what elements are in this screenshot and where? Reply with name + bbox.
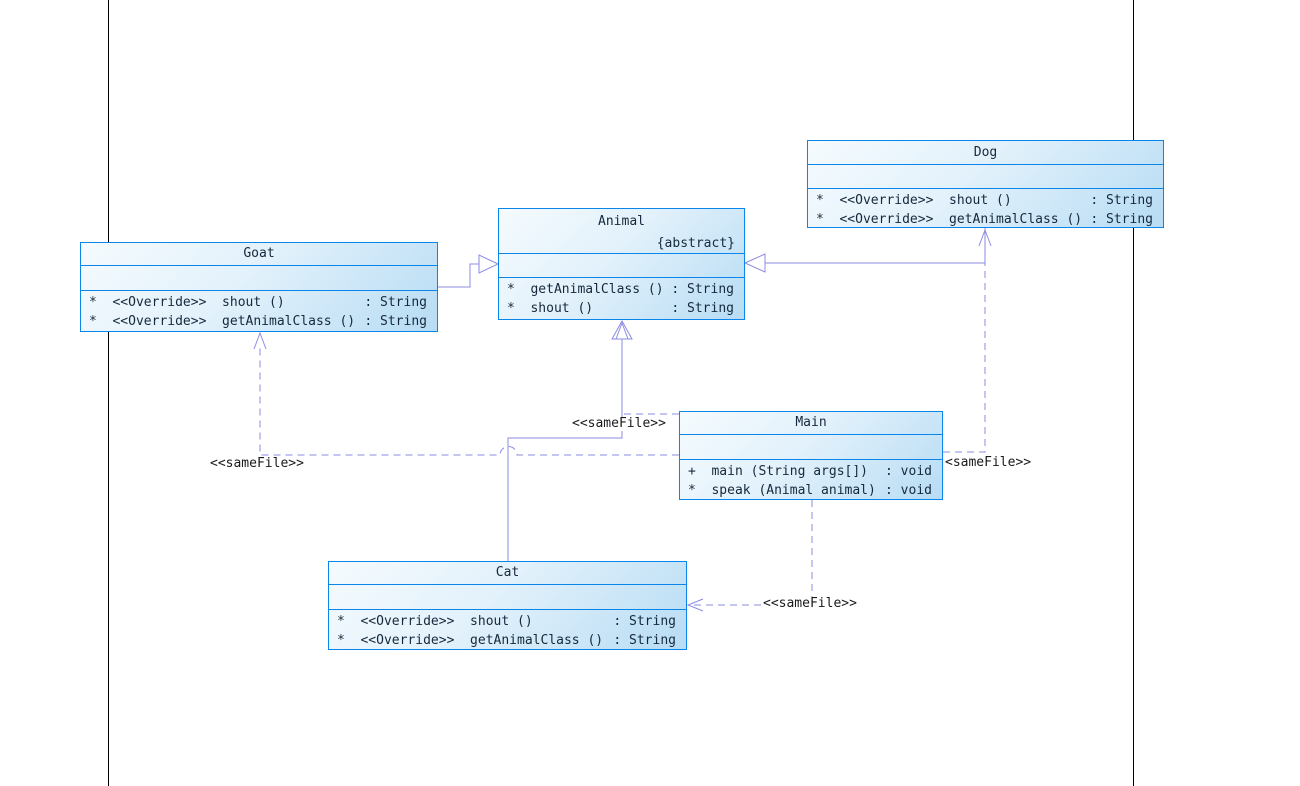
operation-row[interactable]: * <<Override>> shout () : String <box>337 612 676 631</box>
operation-return-type: : String <box>613 633 676 648</box>
operation-signature: * <<Override>> shout () <box>337 614 533 629</box>
operation-return-type: : String <box>1090 193 1153 208</box>
operation-return-type: : String <box>364 295 427 310</box>
operation-return-type: : void <box>885 483 932 498</box>
operations-compartment: * getAnimalClass () : String * shout () : S… <box>499 277 744 319</box>
operation-signature: * speak (Animal animal) <box>688 483 876 498</box>
class-name: Animal <box>598 214 645 229</box>
operation-signature: * <<Override>> getAnimalClass () <box>816 212 1083 227</box>
class-box-dog[interactable]: Dog * <<Override>> shout (): String* <<O… <box>807 140 1164 228</box>
operation-row[interactable]: * <<Override>> getAnimalClass () : String <box>89 312 427 331</box>
operation-return-type: : String <box>364 314 427 329</box>
operation-row[interactable]: * getAnimalClass () : String <box>507 280 734 299</box>
operation-return-type: : void <box>885 464 932 479</box>
class-title-compartment: Goat <box>81 243 437 265</box>
operation-signature: * <<Override>> shout () <box>816 193 1012 208</box>
operation-row[interactable]: * <<Override>> getAnimalClass () : String <box>337 631 676 650</box>
dependency-open-arrowhead <box>978 228 992 247</box>
operations-compartment: * <<Override>> shout (): String* <<Overr… <box>808 188 1163 229</box>
operation-signature: * getAnimalClass () <box>507 282 664 297</box>
generalization-goat-to-animal[interactable] <box>438 263 479 288</box>
operation-row[interactable]: * shout () : String <box>507 299 734 318</box>
class-name: Cat <box>495 565 520 580</box>
class-title-compartment: Animal {abstract} <box>499 209 744 253</box>
operation-signature: * <<Override>> shout () <box>89 295 285 310</box>
operation-row[interactable]: * <<Override>> shout () : String <box>89 293 427 312</box>
attributes-compartment <box>499 253 744 277</box>
attributes-compartment <box>329 584 686 609</box>
operation-row[interactable]: * <<Override>> shout () : String <box>816 191 1153 210</box>
operation-row[interactable]: + main (String args[]) : void <box>688 462 932 481</box>
class-box-animal[interactable]: Animal {abstract} * getAnimalClass () : S… <box>498 208 745 320</box>
class-box-goat[interactable]: Goat * <<Override>> shout (): String* <<… <box>80 242 438 332</box>
operation-signature: * shout () <box>507 301 594 316</box>
generalization-triangle-arrowhead <box>611 319 633 340</box>
class-name: Main <box>795 415 827 430</box>
operation-row[interactable]: * <<Override>> getAnimalClass () : String <box>816 210 1153 229</box>
operation-signature: * <<Override>> getAnimalClass () <box>89 314 356 329</box>
operation-return-type: : String <box>1090 212 1153 227</box>
dependency-main-to-animal[interactable] <box>621 342 679 415</box>
generalization-cat-to-animal[interactable] <box>507 339 623 561</box>
class-stereotype: {abstract} <box>656 236 735 251</box>
class-name: Goat <box>243 246 275 261</box>
operation-return-type: : String <box>613 614 676 629</box>
operation-row[interactable]: * speak (Animal animal) : void <box>688 481 932 500</box>
class-name: Dog <box>973 145 998 160</box>
dependency-open-arrowhead <box>686 598 704 612</box>
operations-compartment: + main (String args[]): void* speak (Ani… <box>680 459 942 500</box>
dependency-stereotype-label[interactable]: <<sameFile>> <box>571 416 667 431</box>
page-boundary-line <box>108 0 109 786</box>
operations-compartment: * <<Override>> shout (): String* <<Overr… <box>81 290 437 331</box>
class-title-compartment: Main <box>680 412 942 434</box>
dependency-stereotype-label[interactable]: <<sameFile>> <box>762 596 858 611</box>
generalization-triangle-arrowhead <box>478 254 500 274</box>
class-box-cat[interactable]: Cat * <<Override>> shout (): String* <<O… <box>328 561 687 650</box>
attributes-compartment <box>680 434 942 459</box>
operation-signature: + main (String args[]) <box>688 464 869 479</box>
attributes-compartment <box>808 164 1163 188</box>
dependency-open-arrowhead <box>253 331 267 350</box>
operation-return-type: : String <box>671 282 734 297</box>
class-box-main[interactable]: Main + main (String args[]): void* speak… <box>679 411 943 500</box>
dependency-stereotype-label[interactable]: <<sameFile>> <box>209 456 305 471</box>
operation-return-type: : String <box>671 301 734 316</box>
generalization-triangle-arrowhead <box>743 253 766 273</box>
dependency-open-arrowhead <box>615 321 629 340</box>
operations-compartment: * <<Override>> shout (): String* <<Overr… <box>329 609 686 650</box>
generalization-dog-to-animal[interactable] <box>765 228 986 264</box>
class-title-compartment: Cat <box>329 562 686 584</box>
dependency-main-to-cat[interactable] <box>692 500 813 606</box>
class-title-compartment: Dog <box>808 141 1163 164</box>
dependency-main-to-dog[interactable] <box>943 234 986 453</box>
attributes-compartment <box>81 265 437 290</box>
dependency-main-to-goat[interactable] <box>259 347 679 456</box>
page-boundary-line <box>1133 0 1134 786</box>
dependency-stereotype-label[interactable]: <sameFile>> <box>944 455 1033 470</box>
operation-signature: * <<Override>> getAnimalClass () <box>337 633 604 648</box>
